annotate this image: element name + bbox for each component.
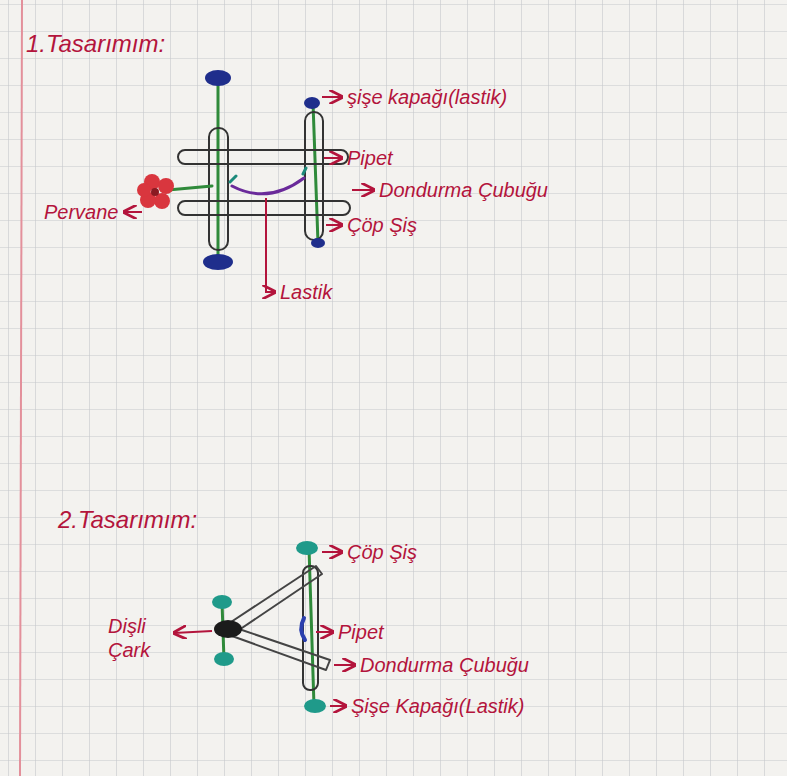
part-label: şişe kapağı(lastik) (347, 85, 507, 109)
design-heading: 2.Tasarımım: (58, 506, 197, 534)
part-label: Dondurma Çubuğu (360, 653, 529, 677)
part-label: Çöp Şiş (347, 540, 417, 564)
part-label: Çöp Şiş (347, 213, 417, 237)
part-label: Pipet (338, 620, 384, 644)
part-label: Dondurma Çubuğu (379, 178, 548, 202)
design-heading: 1.Tasarımım: (26, 30, 165, 58)
design-one (137, 70, 350, 270)
part-label: Şişe Kapağı(Lastik) (351, 694, 524, 718)
leader-arrows (124, 97, 374, 706)
part-label: Pipet (347, 146, 393, 170)
part-label: Dişli Çark (108, 614, 168, 662)
part-label: Lastik (280, 280, 332, 304)
part-label: Pervane (44, 200, 119, 224)
margin-line (20, 0, 22, 776)
design-two (212, 541, 330, 713)
